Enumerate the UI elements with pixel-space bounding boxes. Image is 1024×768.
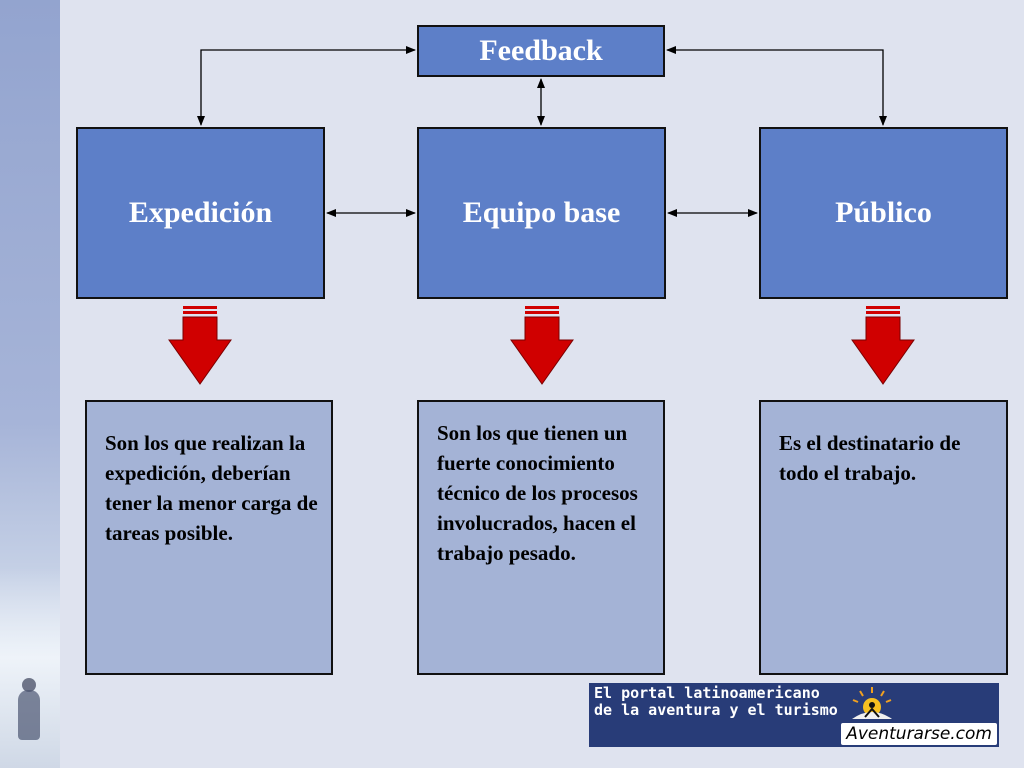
brand-tagline-line1: El portal latinoamericano (594, 684, 820, 702)
node-publico-label: Público (835, 196, 932, 229)
description-publico: Es el destinatario de todo el trabajo. (759, 400, 1008, 675)
description-equipo-base-text: Son los que tienen un fuerte conocimient… (437, 421, 638, 565)
red-down-arrow-publico (851, 306, 915, 385)
node-expedicion-label: Expedición (128, 196, 273, 229)
brand-wordmark: Aventurarse.com (841, 723, 997, 745)
description-expedicion-text: Son los que realizan la expedición, debe… (105, 431, 318, 545)
description-equipo-base: Son los que tienen un fuerte conocimient… (417, 400, 665, 675)
node-equipo-base: Equipo base (417, 127, 666, 299)
climber-figure (18, 690, 40, 740)
brand-tagline-line2: de la aventura y el turismo (594, 701, 838, 719)
description-expedicion: Son los que realizan la expedición, debe… (85, 400, 333, 675)
edge-feedback-publico (666, 46, 887, 126)
climber-head (22, 678, 36, 692)
description-publico-text: Es el destinatario de todo el trabajo. (779, 431, 961, 485)
node-feedback: Feedback (417, 25, 665, 77)
red-down-arrow-equipo (510, 306, 574, 385)
sun-logo-icon (852, 687, 892, 719)
node-equipo-base-label: Equipo base (462, 196, 621, 229)
side-photo-strip (0, 0, 60, 768)
node-expedicion: Expedición (76, 127, 325, 299)
brand-tagline: El portal latinoamericano de la aventura… (594, 685, 838, 719)
red-down-arrow-expedicion (168, 306, 232, 385)
node-feedback-label: Feedback (479, 34, 603, 67)
edge-feedback-expedicion (197, 46, 416, 126)
node-publico: Público (759, 127, 1008, 299)
brand-banner[interactable]: El portal latinoamericano de la aventura… (589, 683, 999, 747)
